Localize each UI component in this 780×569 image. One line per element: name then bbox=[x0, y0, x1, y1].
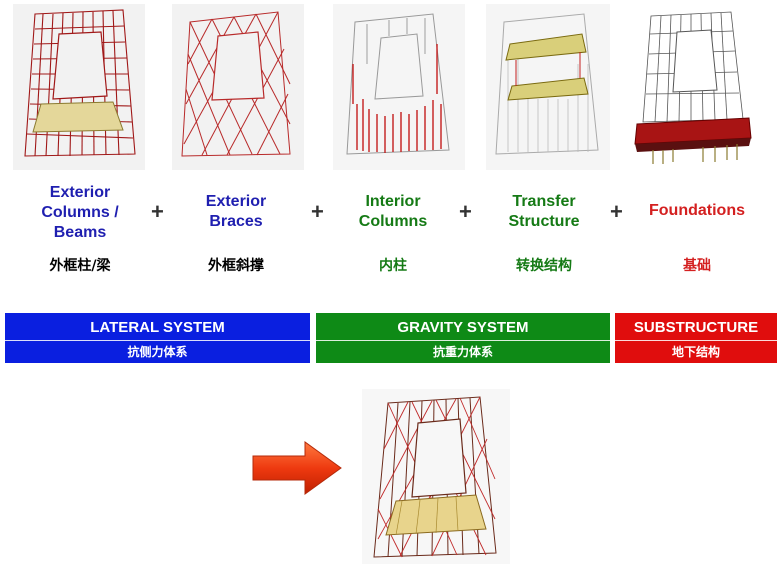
component-label-interior-columns: Interior Columns bbox=[358, 193, 428, 230]
system-band-lateral: LATERAL SYSTEM 抗侧力体系 bbox=[5, 313, 310, 363]
band-divider bbox=[615, 340, 777, 341]
component-label-exterior-braces: Exterior Braces bbox=[205, 193, 267, 230]
system-label-cn-lateral: 抗侧力体系 bbox=[127, 345, 188, 359]
component-label-cn-transfer-structure: 转换结构 bbox=[516, 258, 572, 274]
system-band-substructure: SUBSTRUCTURE 地下结构 bbox=[615, 313, 777, 363]
plus-operator: + bbox=[459, 199, 472, 224]
combined-structure-model bbox=[362, 389, 510, 564]
component-label-cn-interior-columns: 内柱 bbox=[379, 258, 407, 274]
plus-operator: + bbox=[610, 199, 623, 224]
exterior-braces-model bbox=[172, 4, 304, 170]
system-label-gravity: GRAVITY SYSTEM bbox=[397, 319, 529, 336]
component-label-exterior-columns-beams: Exterior Columns / Beams bbox=[41, 184, 119, 241]
component-label-foundations: Foundations bbox=[649, 202, 745, 219]
result-arrow-icon bbox=[251, 440, 343, 496]
transfer-structure-model bbox=[486, 4, 610, 170]
system-label-substructure: SUBSTRUCTURE bbox=[633, 319, 759, 336]
component-label-cn-exterior-columns-beams: 外框柱/梁 bbox=[49, 258, 111, 274]
system-label-cn-substructure: 地下结构 bbox=[671, 345, 720, 359]
interior-columns-model bbox=[333, 4, 465, 170]
band-divider bbox=[5, 340, 310, 341]
plus-operator: + bbox=[311, 199, 324, 224]
system-label-lateral: LATERAL SYSTEM bbox=[90, 319, 225, 336]
exterior-columns-beams-model bbox=[13, 4, 145, 170]
component-label-transfer-structure: Transfer Structure bbox=[508, 193, 580, 230]
system-band-gravity: GRAVITY SYSTEM 抗重力体系 bbox=[316, 313, 610, 363]
component-label-cn-exterior-braces: 外框斜撑 bbox=[208, 258, 264, 274]
plus-operator: + bbox=[151, 199, 164, 224]
component-label-cn-foundations: 基础 bbox=[683, 258, 711, 274]
foundations-model bbox=[633, 4, 755, 170]
system-label-cn-gravity: 抗重力体系 bbox=[432, 345, 493, 359]
band-divider bbox=[316, 340, 610, 341]
